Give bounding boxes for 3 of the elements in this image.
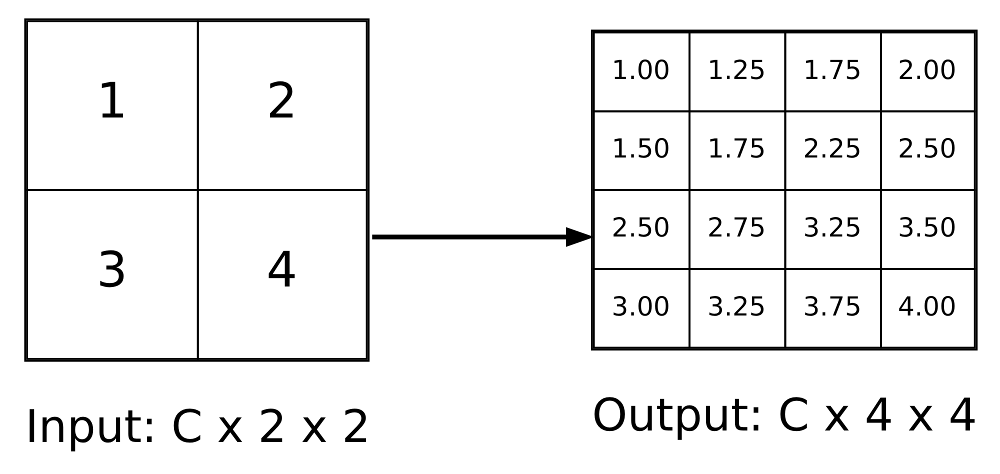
arrow <box>372 227 594 247</box>
node-label: Output: C x 4 x 4 <box>592 388 978 442</box>
node-label: Input: C x 2 x 2 <box>25 400 371 453</box>
